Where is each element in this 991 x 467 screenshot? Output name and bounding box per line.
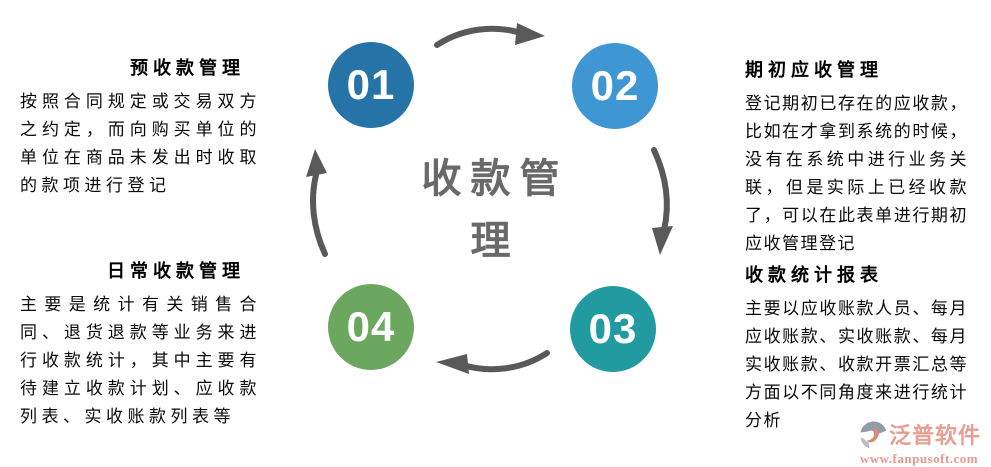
arrow-01-to-02-icon (434, 23, 545, 48)
arrow-02-to-03-icon (651, 147, 673, 255)
block-title: 收款统计报表 (745, 265, 883, 285)
arrow-03-to-04-icon (436, 350, 550, 374)
logo-icon-swoosh (866, 428, 879, 443)
step-badge-02: 02 (572, 43, 658, 129)
step-badge-03: 03 (570, 286, 656, 372)
diagram-center-title: 收款管 理 (383, 148, 607, 272)
step-badge-04: 04 (328, 284, 414, 370)
info-block-initial-receivable: 期初应收管理 登记期初已存在的应收款，比如在才拿到系统的时候，没有在系统中进行业… (745, 58, 968, 258)
info-block-statistics-report: 收款统计报表 主要以应收账款人员、每月应收账款、实收账款、每月实收账款、收款开票… (745, 263, 968, 435)
block-title: 预收款管理 (130, 58, 245, 78)
fanpu-logo: 泛普软件 www.fanpusoft.com (851, 420, 987, 466)
center-title-line2: 理 (470, 219, 520, 263)
fanpu-logo-row: 泛普软件 (857, 420, 981, 452)
info-block-advance-payment: 预收款管理 按照合同规定或交易双方之约定，而向购买单位的单位在商品未发出时收取的… (20, 56, 261, 200)
block-body: 主要是统计有关销售合同、退货退款等业务来进行收款统计，其中主要有待建立收款计划、… (20, 295, 261, 426)
logo-icon-top-arc (860, 421, 887, 435)
fanpu-logo-icon (860, 421, 887, 449)
block-body: 按照合同规定或交易双方之约定，而向购买单位的单位在商品未发出时收取的款项进行登记 (20, 92, 261, 195)
info-block-daily-collection: 日常收款管理 主要是统计有关销售合同、退货退款等业务来进行收款统计，其中主要有待… (20, 259, 261, 431)
logo-icon-bottom-arc (860, 437, 870, 449)
center-title-line1: 收款管 (421, 157, 569, 201)
block-title: 期初应收管理 (745, 60, 883, 80)
block-body: 登记期初已存在的应收款，比如在才拿到系统的时候，没有在系统中进行业务关联，但是实… (745, 94, 968, 253)
arrow-04-to-01-icon (306, 149, 328, 257)
step-badge-01: 01 (328, 42, 414, 128)
logo-website-text: www.fanpusoft.com (859, 451, 979, 466)
block-title: 日常收款管理 (107, 261, 245, 281)
block-body: 主要以应收账款人员、每月应收账款、实收账款、每月实收账款、收款开票汇总等方面以不… (745, 299, 968, 430)
logo-brand-text: 泛普软件 (888, 423, 981, 448)
